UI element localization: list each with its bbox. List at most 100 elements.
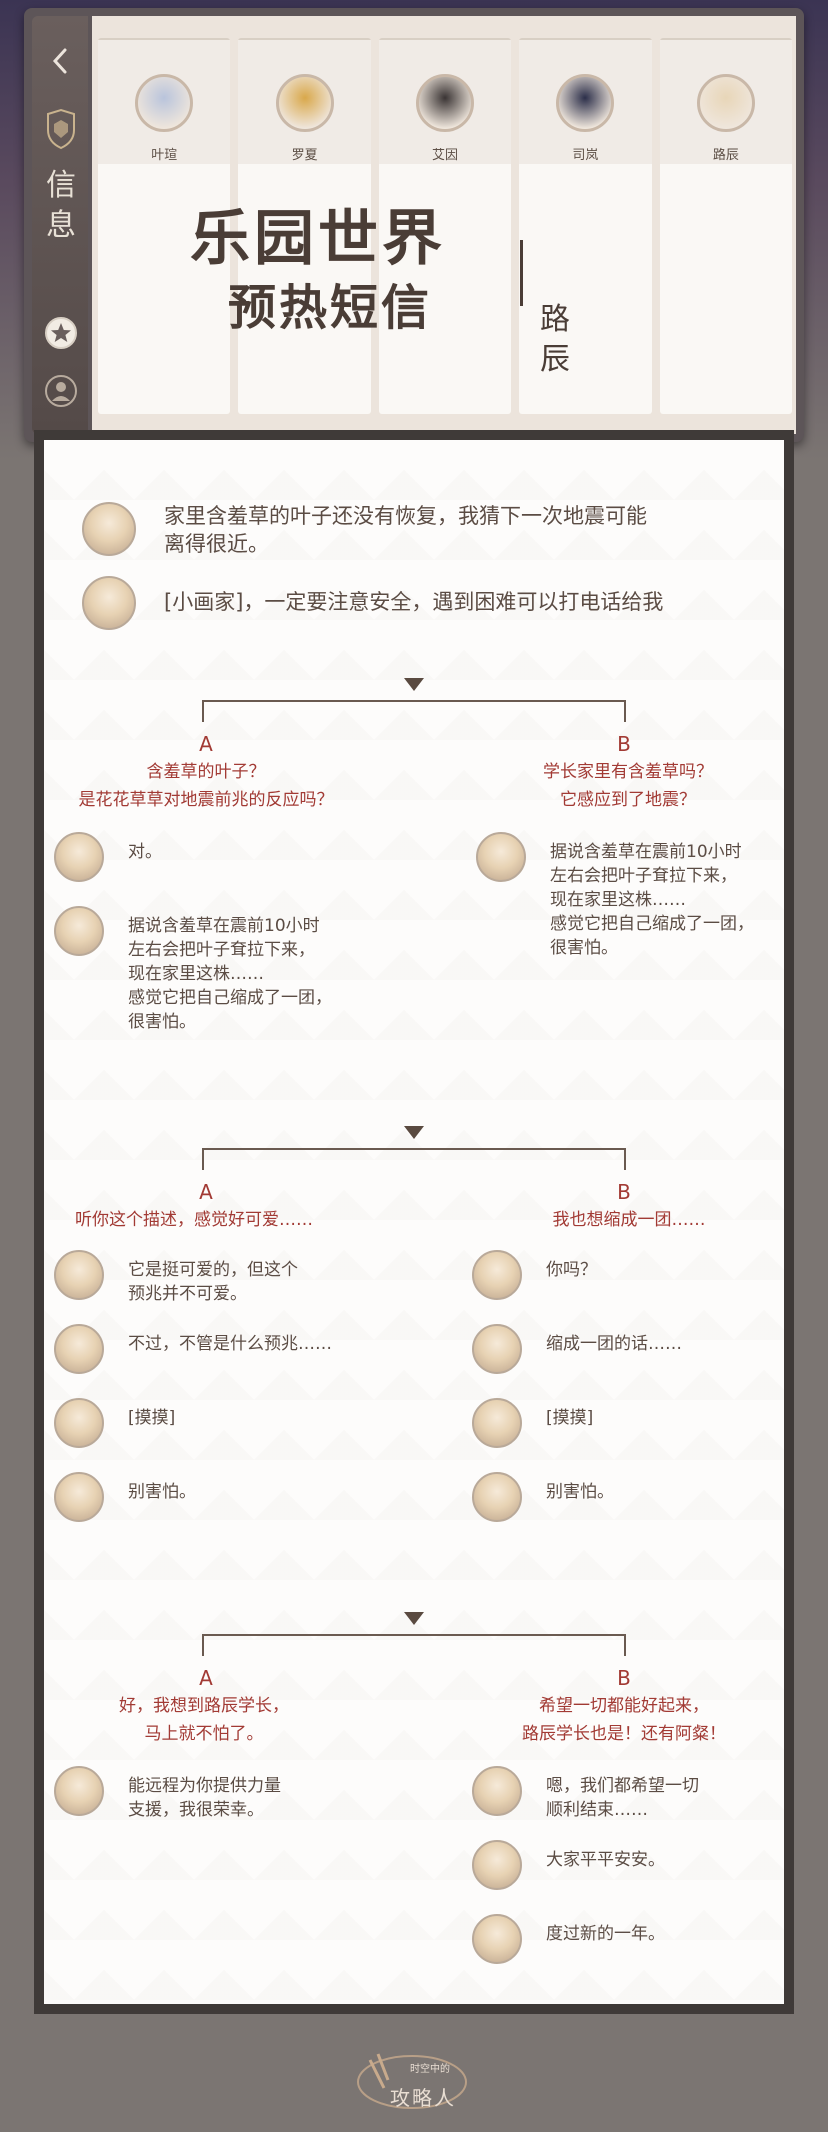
avatar (472, 1250, 522, 1300)
chat-message: 别害怕。 (54, 1472, 196, 1522)
message-text: 缩成一团的话…… (546, 1334, 682, 1354)
option-a-text[interactable]: 好，我想到路辰学长， 马上就不怕了。 (119, 1696, 289, 1744)
avatar (696, 74, 755, 132)
message-text: 据说含羞草在震前10小时 左右会把叶子耷拉下来， 现在家里这株…… 感觉它把自己… (550, 842, 754, 958)
contact-name: 叶瑄 (151, 148, 178, 163)
contact-name: 司岚 (572, 148, 599, 163)
poster-signature: 路辰 (540, 302, 570, 377)
branch-bracket (202, 700, 626, 722)
poster-subtitle: 预热短信 (228, 280, 433, 336)
down-arrow-icon (404, 678, 424, 691)
chat-message: 嗯，我们都希望一切 顺利结束…… (472, 1766, 699, 1822)
branch-bracket (202, 1148, 626, 1170)
avatar (54, 1250, 104, 1300)
contact-name: 艾因 (432, 148, 459, 163)
chat-message: 缩成一团的话…… (472, 1324, 682, 1374)
message-text: 不过，不管是什么预兆…… (128, 1334, 332, 1354)
sidebar: 信息 (32, 16, 88, 434)
message-text: 它是挺可爱的，但这个 预兆并不可爱。 (128, 1260, 298, 1304)
emblem-icon (47, 108, 75, 150)
message-text: [小画家]，一定要注意安全，遇到困难可以打电话给我 (164, 590, 664, 614)
option-b-label: B (617, 1180, 631, 1204)
down-arrow-icon (404, 1612, 424, 1625)
poster-title: 乐园世界 (190, 204, 446, 274)
avatar (472, 1324, 522, 1374)
message-text: 别害怕。 (128, 1482, 196, 1502)
avatar (476, 832, 526, 882)
avatar (54, 832, 104, 882)
avatar (54, 1324, 104, 1374)
star-icon[interactable] (44, 316, 78, 350)
contact-card[interactable]: 叶瑄 (98, 38, 231, 414)
contact-card[interactable]: 司岚 (519, 38, 652, 414)
option-a-text[interactable]: 听你这个描述，感觉好可爱…… (75, 1210, 313, 1230)
phone-window: 信息 叶瑄 罗夏 艾因 (24, 8, 804, 442)
chat-message: 据说含羞草在震前10小时 左右会把叶子耷拉下来， 现在家里这株…… 感觉它把自己… (54, 906, 332, 1034)
contact-screen: 叶瑄 罗夏 艾因 司岚 路辰 (92, 16, 796, 434)
avatar (472, 1840, 522, 1890)
chat-message: 据说含羞草在震前10小时 左右会把叶子耷拉下来， 现在家里这株…… 感觉它把自己… (476, 832, 754, 960)
person-icon[interactable] (44, 374, 78, 408)
page-title: 信息 (46, 168, 76, 243)
chat-message: [摸摸] (54, 1398, 175, 1448)
logo-subtext: 时空中的 (410, 2064, 450, 2075)
down-arrow-icon (404, 1126, 424, 1139)
logo-text: 攻略人 (390, 2086, 456, 2110)
avatar (54, 906, 104, 956)
option-b-label: B (617, 732, 631, 756)
avatar (472, 1766, 522, 1816)
chat-message: 能远程为你提供力量 支援，我很荣幸。 (54, 1766, 281, 1822)
chat-message: [小画家]，一定要注意安全，遇到困难可以打电话给我 (82, 576, 663, 630)
game-logo-icon (357, 2053, 467, 2109)
option-b-text[interactable]: 希望一切都能好起来， 路辰学长也是！还有阿粲！ (522, 1696, 726, 1744)
message-text: 能远程为你提供力量 支援，我很荣幸。 (128, 1776, 281, 1820)
chat-message: 家里含羞草的叶子还没有恢复，我猜下一次地震可能 离得很近。 (82, 502, 647, 558)
avatar (275, 74, 334, 132)
poster-dash (520, 240, 523, 306)
option-a-label: A (199, 1666, 213, 1690)
avatar (54, 1398, 104, 1448)
back-arrow-icon[interactable] (50, 46, 70, 76)
chat-message: 你吗？ (472, 1250, 597, 1300)
contact-list: 叶瑄 罗夏 艾因 司岚 路辰 (98, 38, 793, 418)
avatar (82, 502, 136, 556)
contact-name: 路辰 (712, 148, 739, 163)
avatar (135, 74, 194, 132)
message-text: 大家平平安安。 (546, 1850, 665, 1870)
chat-message: 大家平平安安。 (472, 1840, 665, 1890)
contact-name: 罗夏 (291, 148, 318, 163)
chat-panel: 家里含羞草的叶子还没有恢复，我猜下一次地震可能 离得很近。 [小画家]，一定要注… (44, 440, 784, 2004)
chat-message: 它是挺可爱的，但这个 预兆并不可爱。 (54, 1250, 298, 1306)
option-a-label: A (199, 732, 213, 756)
chat-message: 度过新的一年。 (472, 1914, 665, 1964)
option-a-label: A (199, 1180, 213, 1204)
chat-message: 不过，不管是什么预兆…… (54, 1324, 332, 1374)
option-a-text[interactable]: 含羞草的叶子？ 是花花草草对地震前兆的反应吗？ (78, 762, 334, 810)
contact-card[interactable]: 路辰 (659, 38, 793, 414)
message-text: [摸摸] (128, 1408, 176, 1428)
message-text: [摸摸] (546, 1408, 594, 1428)
chat-message: 对。 (54, 832, 162, 882)
message-text: 度过新的一年。 (546, 1924, 665, 1944)
avatar (54, 1472, 104, 1522)
avatar (556, 74, 615, 132)
chat-message: [摸摸] (472, 1398, 593, 1448)
chat-message: 别害怕。 (472, 1472, 614, 1522)
contact-card[interactable]: 罗夏 (238, 38, 371, 414)
message-text: 据说含羞草在震前10小时 左右会把叶子耷拉下来， 现在家里这株…… 感觉它把自己… (128, 916, 332, 1032)
avatar (472, 1914, 522, 1964)
option-b-text[interactable]: 学长家里有含羞草吗？ 它感应到了地震？ (543, 762, 713, 810)
avatar (82, 576, 136, 630)
option-b-label: B (617, 1666, 631, 1690)
avatar (416, 74, 475, 132)
avatar (54, 1766, 104, 1816)
message-text: 家里含羞草的叶子还没有恢复，我猜下一次地震可能 离得很近。 (164, 504, 647, 556)
avatar (472, 1398, 522, 1448)
option-b-text[interactable]: 我也想缩成一团…… (552, 1210, 706, 1230)
avatar (472, 1472, 522, 1522)
message-text: 嗯，我们都希望一切 顺利结束…… (546, 1776, 699, 1820)
message-text: 别害怕。 (546, 1482, 614, 1502)
contact-card[interactable]: 艾因 (378, 38, 512, 414)
branch-bracket (202, 1634, 626, 1656)
message-text: 你吗？ (546, 1260, 597, 1280)
